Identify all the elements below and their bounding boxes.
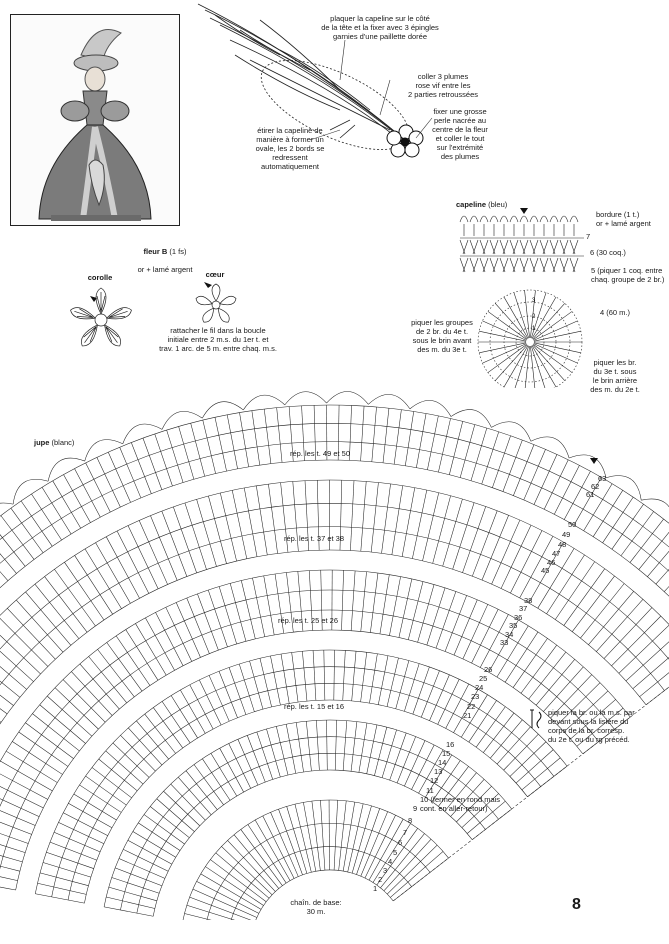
fleur-title-suffix: (1 fs) <box>167 247 187 256</box>
doll-illustration <box>11 15 179 225</box>
row-6: 6 <box>398 838 403 847</box>
row-14: 14 <box>438 758 447 767</box>
row-61: 61 <box>586 490 595 499</box>
row-9: 9 <box>413 804 418 813</box>
row-23: 23 <box>471 692 480 701</box>
cap-row-2: 2 <box>532 314 536 320</box>
row-1: 1 <box>373 884 378 893</box>
row-46: 46 <box>547 558 556 567</box>
capeline-title-suffix: (bleu) <box>486 200 508 209</box>
row-21: 21 <box>463 711 472 720</box>
row-62: 62 <box>591 482 600 491</box>
row-33: 33 <box>500 638 509 647</box>
row-15: 15 <box>442 749 451 758</box>
row-49: 49 <box>562 530 571 539</box>
row-34: 34 <box>505 630 514 639</box>
row-3: 3 <box>383 866 388 875</box>
row-47: 47 <box>552 549 561 558</box>
row-10: 10 (fermer en rond mais cont. en aller-r… <box>420 795 501 813</box>
corolle-chart <box>68 287 134 350</box>
row-12: 12 <box>430 776 439 785</box>
legend-note: piquer la br. ou la m.s. par devant sous… <box>548 708 635 744</box>
start-marker-icon <box>590 458 598 464</box>
rep-15-16: rép. les t. 15 et 16 <box>283 702 345 711</box>
coeur-chart <box>194 282 238 325</box>
row-16: 16 <box>446 740 455 749</box>
rep-49-50: rép. les t. 49 et 50 <box>289 449 351 458</box>
fleur-title: fleur B (1 fs) or + lamé argent <box>110 238 220 274</box>
fleur-subtitle: or + lamé argent <box>137 265 193 274</box>
feather-note-oval: étirer la capeline de manière à former u… <box>255 126 325 171</box>
base-chain: chaîn. de base: 30 m. <box>290 898 342 916</box>
rep-25-26: rép. les t. 25 et 26 <box>277 616 339 625</box>
row-38: 38 <box>524 596 533 605</box>
capeline-bordure: bordure (1 t.) or + lamé argent <box>596 210 651 228</box>
row-5: 5 <box>393 848 398 857</box>
capeline-row5: 5 (piquer 1 coq. entre chaq. groupe de 2… <box>591 266 665 284</box>
jupe-chart <box>0 391 669 920</box>
start-marker-icon <box>520 208 528 214</box>
feather-sketch <box>197 3 433 158</box>
flower-icon <box>386 124 424 158</box>
front-post-stitch-icon <box>530 709 542 729</box>
row-35: 35 <box>509 621 518 630</box>
row-63: 63 <box>598 474 607 483</box>
jupe-title-suffix: (blanc) <box>49 438 75 447</box>
row-8: 8 <box>408 816 413 825</box>
cap-row-1: 1 <box>532 326 536 332</box>
capeline-chart: 3 2 1 <box>459 208 584 388</box>
capeline-title: capeline (bleu) <box>456 200 536 209</box>
row-37: 37 <box>519 604 528 613</box>
capeline-row4: 4 (60 m.) <box>600 308 631 317</box>
feather-note-feathers: coller 3 plumes rose vif entre les 2 par… <box>407 72 479 99</box>
row-22: 22 <box>467 702 476 711</box>
row-24: 24 <box>475 683 484 692</box>
jupe-title: jupe (blanc) <box>34 438 114 447</box>
row-4: 4 <box>388 857 393 866</box>
row-7: 7 <box>403 828 408 837</box>
row-36: 36 <box>514 613 523 622</box>
capeline-row6: 6 (30 coq.) <box>590 248 626 257</box>
row-26: 26 <box>484 665 493 674</box>
row-48: 48 <box>558 540 567 549</box>
row-45: 45 <box>541 566 550 575</box>
capeline-row7: 7 <box>586 232 591 241</box>
row-13: 13 <box>434 767 443 776</box>
row-50: 50 <box>568 520 577 529</box>
feather-note-pearl: fixer une grosse perle nacrée au centre … <box>432 107 488 161</box>
fleur-title-text: fleur B <box>143 247 168 256</box>
fleur-note: rattacher le fil dans la boucle initiale… <box>159 326 277 353</box>
jupe-title-text: jupe <box>34 438 50 447</box>
doll-photo <box>10 14 180 226</box>
page-number: 8 <box>572 896 581 913</box>
capeline-note-right: piquer les br. du 3e t. sous le brin arr… <box>590 358 640 394</box>
rep-37-38: rép. les t. 37 et 38 <box>283 534 345 543</box>
row-25: 25 <box>479 674 488 683</box>
cap-row-3: 3 <box>532 298 536 304</box>
feather-note-top: plaquer la capeline sur le côté de la tê… <box>321 14 439 41</box>
coeur-label: cœur <box>205 270 225 279</box>
capeline-note-left: piquer les groupes de 2 br. du 4e t. sou… <box>411 318 473 354</box>
row-11: 11 <box>426 786 434 795</box>
corolle-label: corolle <box>87 273 113 282</box>
row-2: 2 <box>378 875 383 884</box>
capeline-title-text: capeline <box>456 200 487 209</box>
